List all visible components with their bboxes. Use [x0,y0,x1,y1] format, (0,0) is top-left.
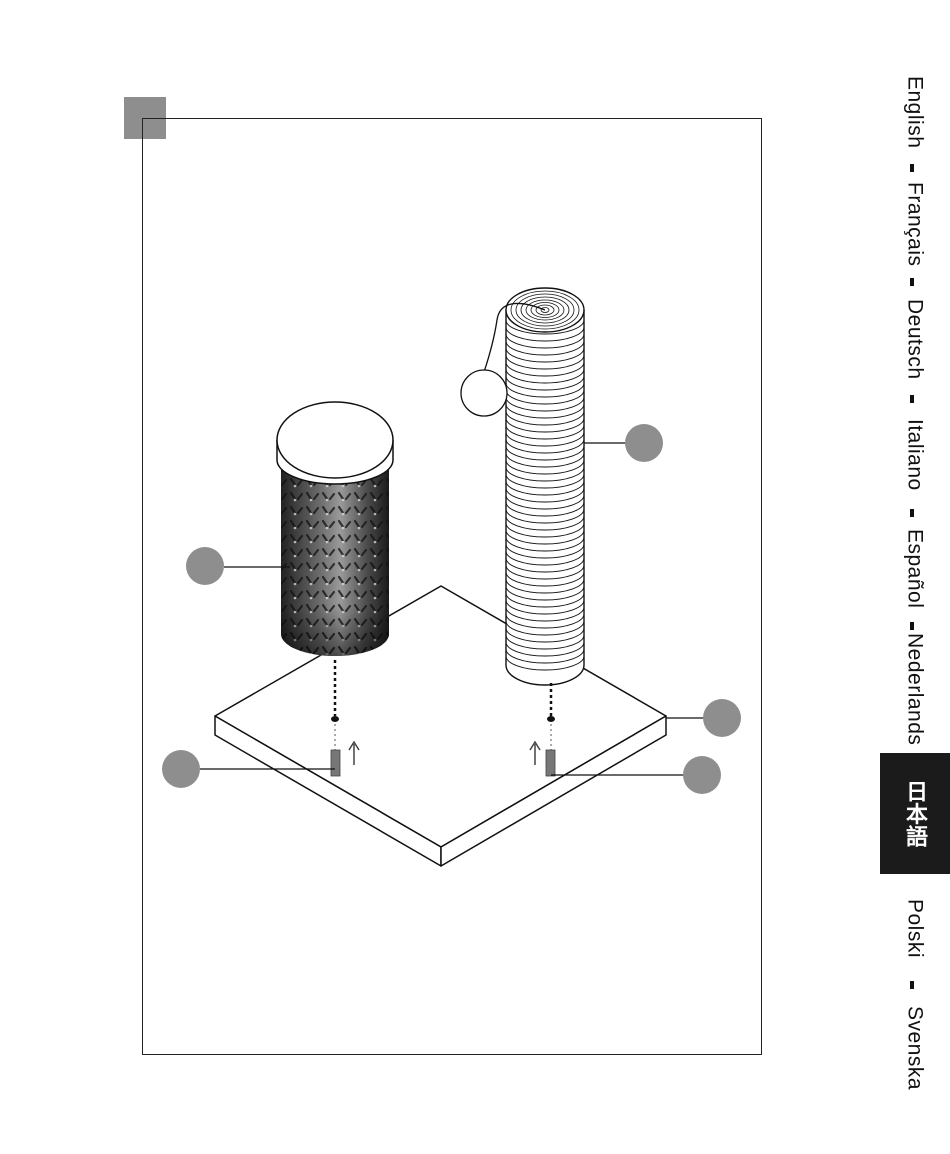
lang-label: Deutsch [905,299,926,380]
screw-icon [331,750,340,776]
part-callout [162,750,200,788]
tab-separator [910,509,914,517]
part-callout [186,547,224,585]
tab-separator [910,622,914,630]
bolt-icon [546,750,555,776]
lang-tab-polski[interactable]: Polski [880,874,950,984]
lang-tab-deutsch[interactable]: Deutsch [880,281,950,398]
lang-label: English [905,76,926,148]
lang-tab-espanol[interactable]: Español [880,512,950,625]
lang-label: Italiano [905,419,926,491]
brush-post [277,402,393,656]
tab-separator [910,395,914,403]
tab-separator [910,164,914,172]
lang-tab-japanese[interactable]: 日本語 [880,753,950,874]
part-callout [683,756,721,794]
lang-label: Svenska [905,1006,926,1090]
lang-label: Español [905,529,926,608]
lang-tab-svenska[interactable]: Svenska [880,984,950,1112]
lang-label: 日本語 [904,780,926,848]
lang-label: Français [905,182,926,267]
lang-label: Nederlands [905,633,926,745]
tab-separator [910,278,914,286]
part-callout [703,699,741,737]
lang-tab-nederlands[interactable]: Nederlands [880,625,950,753]
lang-tab-italiano[interactable]: Italiano [880,398,950,512]
tab-separator [910,981,914,989]
lang-label: Polski [905,899,926,958]
lang-tab-francais[interactable]: Français [880,167,950,281]
language-tabs: English Français Deutsch Italiano Españo… [880,58,950,1112]
sisal-post [506,288,584,685]
part-callout [625,424,663,462]
lang-tab-english[interactable]: English [880,58,950,167]
